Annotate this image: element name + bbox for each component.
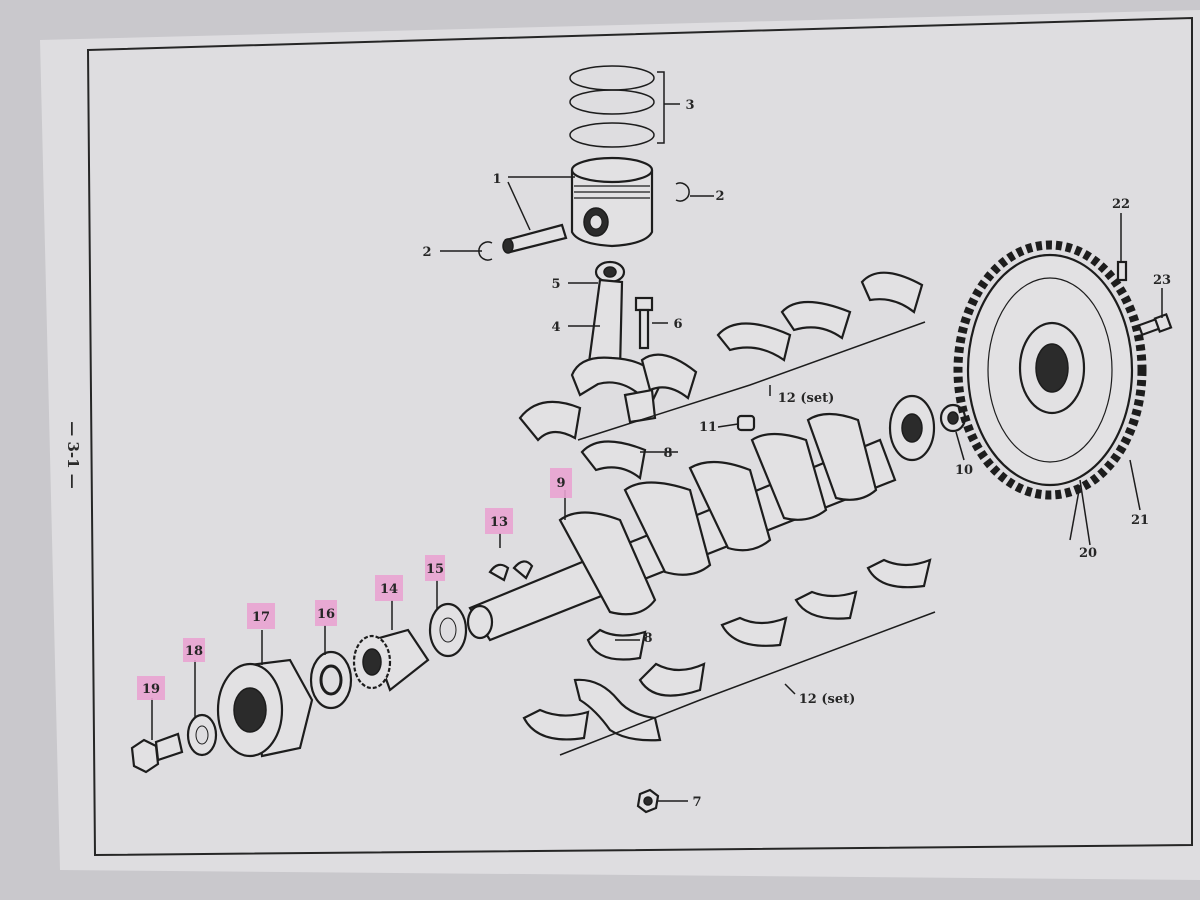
callout-labels: 1 2 2 3 4 5 6 7 8 8 9 10 11 12 (set) 12 … bbox=[142, 98, 1171, 810]
callout-3: 3 bbox=[685, 98, 694, 113]
crankshaft-pulley bbox=[216, 658, 314, 758]
diagram-frame bbox=[86, 16, 1193, 857]
oil-slinger bbox=[309, 650, 353, 710]
callout-8-lower: 8 bbox=[643, 631, 652, 646]
page-number: — 3-1 — bbox=[64, 421, 82, 489]
pulley-washer bbox=[186, 713, 218, 757]
set-bracket-lower bbox=[559, 611, 936, 756]
rod-cap bbox=[623, 388, 657, 424]
callout-4: 4 bbox=[551, 320, 560, 335]
callout-16: 16 bbox=[317, 607, 335, 622]
woodruff-keys bbox=[488, 560, 534, 582]
callout-14: 14 bbox=[380, 582, 398, 597]
crankshaft-gear bbox=[352, 628, 430, 692]
callout-19: 19 bbox=[142, 682, 160, 697]
pulley-bolt bbox=[130, 732, 184, 774]
callout-6: 6 bbox=[673, 317, 682, 332]
callout-20: 20 bbox=[1079, 546, 1097, 561]
lower-bearing-shells bbox=[522, 558, 932, 741]
callout-7: 7 bbox=[692, 795, 701, 810]
rod-bolt bbox=[634, 296, 654, 350]
bearing-cap-nut bbox=[636, 788, 660, 814]
callout-23: 23 bbox=[1153, 273, 1171, 288]
callout-12-set-upper: 12 (set) bbox=[778, 391, 835, 406]
callout-8-upper: 8 bbox=[663, 446, 672, 461]
piston-rings bbox=[569, 65, 680, 148]
crankshaft bbox=[466, 394, 936, 642]
callout-22: 22 bbox=[1112, 197, 1130, 212]
callout-15: 15 bbox=[426, 562, 444, 577]
callout-21: 21 bbox=[1131, 513, 1149, 528]
flywheel bbox=[953, 240, 1147, 500]
piston-pin bbox=[502, 223, 568, 254]
leader-lines bbox=[151, 176, 1163, 802]
thrust-washer bbox=[428, 602, 468, 658]
callout-18: 18 bbox=[185, 644, 203, 659]
flywheel-dowel bbox=[1116, 260, 1128, 282]
highlight-marks bbox=[137, 468, 572, 700]
callout-9: 9 bbox=[556, 476, 565, 491]
set-bracket-upper bbox=[577, 321, 926, 441]
upper-bearing-shells bbox=[518, 271, 924, 481]
snap-ring-right bbox=[675, 182, 690, 202]
callout-5: 5 bbox=[551, 277, 560, 292]
callout-13: 13 bbox=[490, 515, 508, 530]
callout-2-right: 2 bbox=[715, 189, 724, 204]
piston bbox=[570, 156, 654, 248]
callout-11: 11 bbox=[699, 420, 717, 435]
callout-10: 10 bbox=[955, 463, 973, 478]
callout-17: 17 bbox=[252, 610, 270, 625]
callout-1: 1 bbox=[492, 172, 501, 187]
dowel-bush bbox=[736, 414, 756, 432]
callout-12-set-lower: 12 (set) bbox=[799, 692, 856, 707]
callout-2-left: 2 bbox=[422, 245, 431, 260]
flywheel-bolt bbox=[1137, 312, 1173, 337]
main-bearing-cap bbox=[573, 678, 662, 742]
